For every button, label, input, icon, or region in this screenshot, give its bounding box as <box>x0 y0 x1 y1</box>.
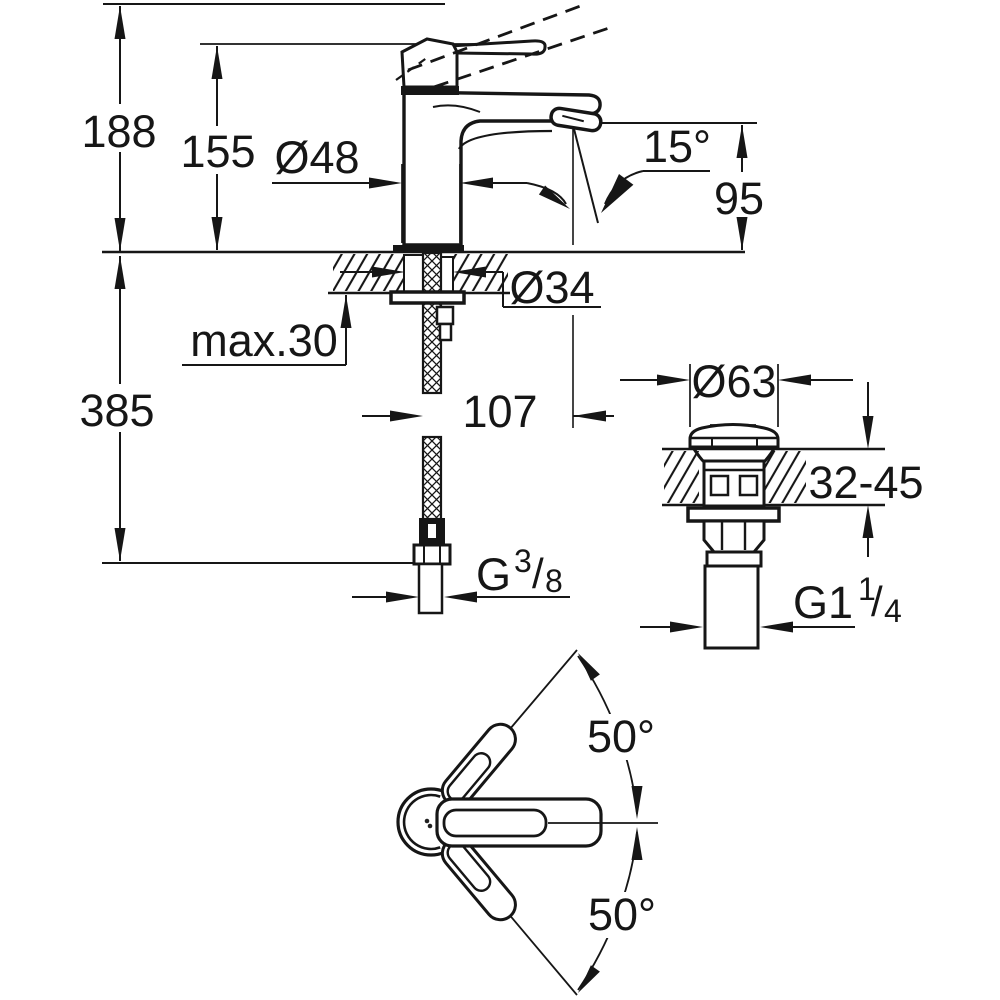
label-15deg: 15° <box>643 121 711 172</box>
label-g38: G 3 / 8 <box>476 543 563 600</box>
spout-inner-curve <box>458 129 553 150</box>
dim-spout-reach-107 <box>362 410 614 422</box>
handle-ghost-dash-1 <box>407 3 584 72</box>
label-95: 95 <box>714 173 764 224</box>
faucet-side-view <box>102 3 757 615</box>
label-g114-sub: 4 <box>884 593 902 629</box>
handle-ghost-dash-2 <box>433 25 613 89</box>
spout-contour-curve <box>432 104 481 113</box>
dim-drain-thread-g114 <box>640 621 855 633</box>
dim-drain-cap-63 <box>620 364 853 427</box>
drain-valve-section <box>662 423 885 650</box>
label-32-45: 32-45 <box>808 457 923 508</box>
aerator <box>549 106 603 133</box>
handle-logo-mark-1 <box>424 818 430 824</box>
water-stream-line <box>572 124 599 224</box>
handle-lever <box>446 39 547 56</box>
label-g38-sup: 3 <box>514 543 532 579</box>
hose-hex-nut <box>412 543 452 566</box>
dim-handle-height-155 <box>211 46 223 250</box>
handle-base-band <box>401 86 459 95</box>
dim-spout-angle-15 <box>601 170 710 213</box>
mounting-sleeve-right <box>440 256 454 293</box>
handle-ghost-upper-50 <box>440 722 517 808</box>
label-50deg-lower: 50° <box>588 889 656 940</box>
dimension-lines-drain <box>620 364 874 633</box>
drain-window-left <box>709 474 730 497</box>
dim-supply-thread-g38 <box>352 591 570 603</box>
drain-hatch-right <box>765 451 806 503</box>
flex-hose-upper <box>421 301 443 395</box>
label-bg-50-upper <box>583 714 663 760</box>
dim-hose-length-385 <box>114 256 126 561</box>
drain-hatch-left <box>664 451 699 503</box>
dimension-lines-side-view <box>114 6 748 603</box>
label-188: 188 <box>81 106 156 157</box>
label-g114-slash: / <box>871 578 883 625</box>
label-d63: Ø63 <box>691 356 776 407</box>
swing-arc-arrows <box>578 653 643 993</box>
handle-logo-mark-2 <box>427 823 433 829</box>
label-385: 385 <box>79 385 154 436</box>
drain-body <box>702 459 766 508</box>
faucet-body-top-inner-ring <box>402 793 441 851</box>
handle-ghost-dash-3 <box>395 56 429 81</box>
handle-base <box>400 37 459 89</box>
handle-top-view <box>396 649 663 996</box>
threaded-shank <box>421 251 443 294</box>
mounting-sleeve-left <box>403 254 424 293</box>
label-d48: Ø48 <box>274 132 359 183</box>
drain-hex-nut <box>702 519 766 554</box>
label-max30: max.30 <box>190 315 338 366</box>
dimension-labels: 188 155 Ø48 15° 95 Ø34 max.30 385 107 Ø6… <box>79 106 923 940</box>
label-107: 107 <box>462 386 537 437</box>
label-50deg-upper: 50° <box>587 711 655 762</box>
hose-connector-tube <box>417 562 444 615</box>
dim-drain-deck-32-45 <box>862 382 874 557</box>
faucet-base-plate <box>393 245 464 253</box>
label-g114: G1 1 / 4 <box>793 571 902 629</box>
flex-hose-lower <box>421 435 443 521</box>
label-g114-sup: 1 <box>858 571 876 607</box>
label-bg-50-lower <box>583 892 663 938</box>
drain-cap-dome <box>688 423 780 449</box>
label-155: 155 <box>180 126 255 177</box>
label-g38-base: G <box>476 549 511 600</box>
label-g38-sub: 8 <box>545 563 563 599</box>
label-d34: Ø34 <box>509 262 594 313</box>
dim-spout-height-95 <box>736 125 748 250</box>
dim-body-diameter-48 <box>272 164 570 243</box>
dim-max-deck-30 <box>182 295 352 366</box>
popup-rod-stub-top <box>435 305 455 326</box>
dim-hole-diameter-34 <box>340 266 601 308</box>
handle-lever-top-inner <box>442 808 548 838</box>
drain-window-right <box>738 474 759 497</box>
label-g114-base: G1 <box>793 577 853 628</box>
popup-rod-stub-bottom <box>438 322 453 342</box>
drain-collar <box>705 550 763 568</box>
dim-overall-height-188 <box>114 6 126 251</box>
label-g38-slash: / <box>532 550 544 597</box>
hose-collar-slot <box>428 524 436 538</box>
drain-washer <box>686 506 781 523</box>
drain-tailpiece-tube <box>703 564 760 650</box>
mounting-washer <box>389 290 466 305</box>
